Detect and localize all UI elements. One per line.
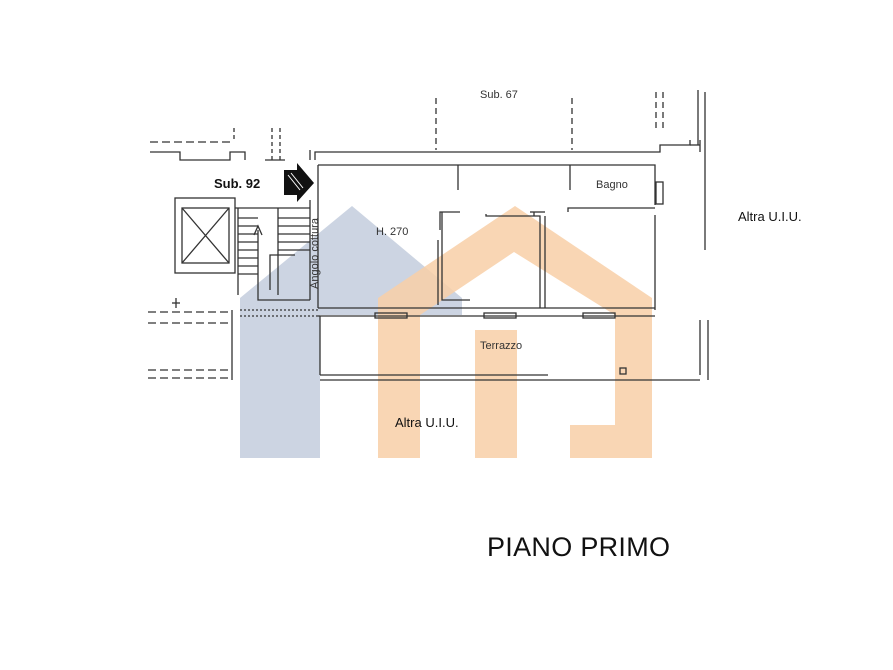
- label-bagno: Bagno: [596, 179, 628, 191]
- label-height: H. 270: [376, 226, 409, 238]
- label-terrazzo: Terrazzo: [480, 340, 523, 352]
- label-altra-uiu-bottom: Altra U.I.U.: [395, 415, 459, 430]
- label-angolo-cottura: Angolo cottura: [308, 218, 321, 289]
- watermark-house-orange: [378, 206, 652, 458]
- watermark-house-blue: [240, 206, 462, 458]
- watermark-logo: [240, 206, 652, 458]
- floor-title: PIANO PRIMO: [487, 532, 671, 562]
- label-altra-uiu-right: Altra U.I.U.: [738, 209, 802, 224]
- label-sub-67: Sub. 67: [480, 89, 518, 101]
- label-sub-92: Sub. 92: [214, 176, 261, 191]
- walls: [148, 90, 709, 381]
- watermark-orange-inner: [475, 330, 517, 458]
- entrance-arrow-icon: [284, 163, 314, 202]
